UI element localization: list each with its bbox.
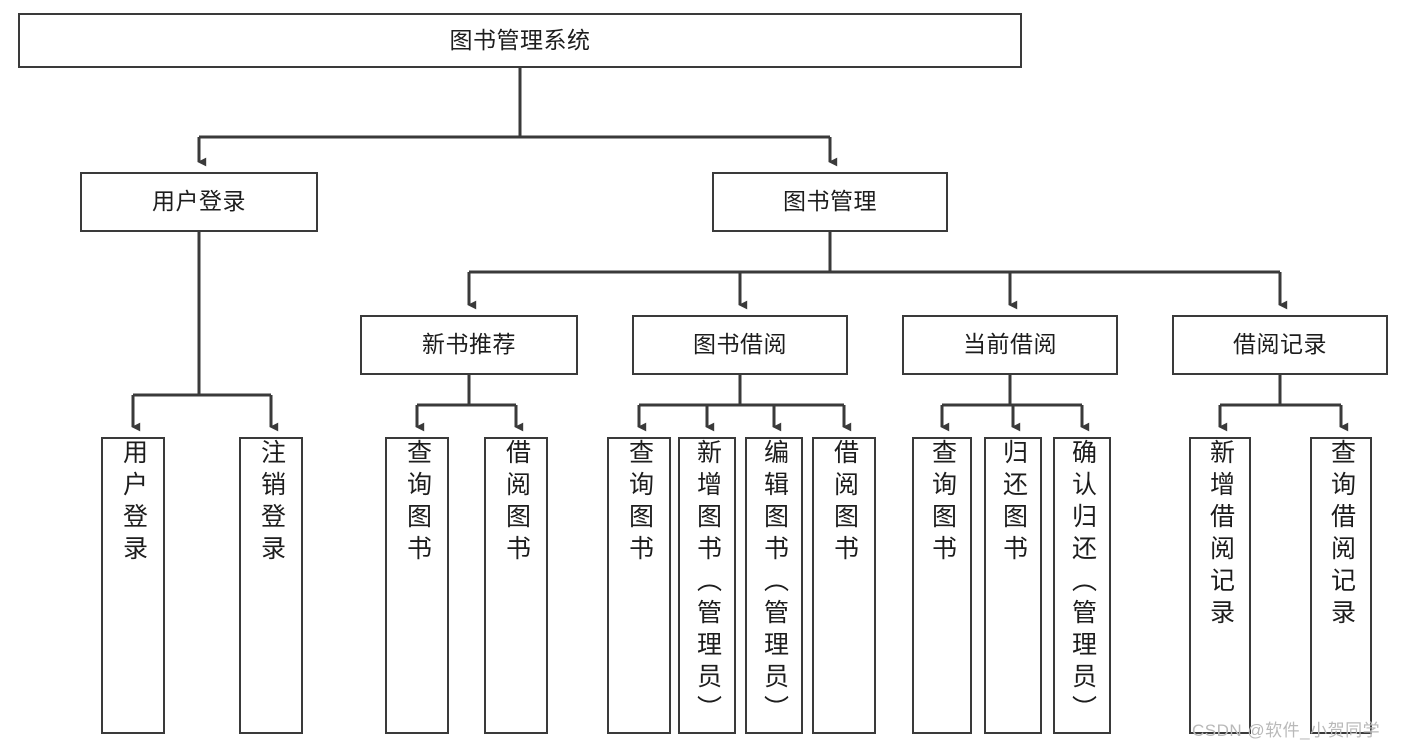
node-label: 借阅图书 <box>502 439 531 567</box>
vert leaf-box-0[interactable]: 用户登录 <box>101 437 165 734</box>
watermark: CSDN @软件_小贺同学 <box>1192 721 1381 740</box>
vert leaf-box-7[interactable]: 借阅图书 <box>812 437 876 734</box>
node-label: 图书借阅 <box>693 331 787 358</box>
horiz level2-box-3[interactable]: 借阅记录 <box>1172 315 1388 375</box>
horiz level2-box-2[interactable]: 当前借阅 <box>902 315 1118 375</box>
node-label: 查询借阅记录 <box>1327 439 1356 631</box>
vert leaf-box-12[interactable]: 查询借阅记录 <box>1310 437 1372 734</box>
node-label: 借阅图书 <box>830 439 859 567</box>
vert leaf-box-8[interactable]: 查询图书 <box>912 437 972 734</box>
node-label: 编辑图书（管理员） <box>760 439 789 727</box>
node-label: 查询图书 <box>928 439 957 567</box>
node-label: 用户登录 <box>119 439 148 567</box>
node-label: 查询图书 <box>403 439 432 567</box>
node-label: 当前借阅 <box>963 331 1057 358</box>
vert leaf-box-5[interactable]: 新增图书（管理员） <box>678 437 736 734</box>
node-label: 归还图书 <box>999 439 1028 567</box>
node-label: 用户登录 <box>152 188 246 215</box>
vert leaf-box-9[interactable]: 归还图书 <box>984 437 1042 734</box>
node-label: 注销登录 <box>257 439 286 567</box>
node-label: 新书推荐 <box>422 331 516 358</box>
vert leaf-box-3[interactable]: 借阅图书 <box>484 437 548 734</box>
horiz level1-box-0[interactable]: 用户登录 <box>80 172 318 232</box>
horiz level2-box-1[interactable]: 图书借阅 <box>632 315 848 375</box>
vert leaf-box-2[interactable]: 查询图书 <box>385 437 449 734</box>
vert leaf-box-6[interactable]: 编辑图书（管理员） <box>745 437 803 734</box>
horiz level1-box-1[interactable]: 图书管理 <box>712 172 948 232</box>
node-label: 新增借阅记录 <box>1206 439 1235 631</box>
vert leaf-box-1[interactable]: 注销登录 <box>239 437 303 734</box>
vert leaf-box-4[interactable]: 查询图书 <box>607 437 671 734</box>
horiz level2-box-0[interactable]: 新书推荐 <box>360 315 578 375</box>
node-label: 新增图书（管理员） <box>693 439 722 727</box>
node-label: 图书管理 <box>783 188 877 215</box>
vert leaf-box-11[interactable]: 新增借阅记录 <box>1189 437 1251 734</box>
node-label: 确认归还（管理员） <box>1068 439 1097 727</box>
node-label: 图书管理系统 <box>449 26 591 53</box>
node-label: 借阅记录 <box>1233 331 1327 358</box>
node-label: 查询图书 <box>625 439 654 567</box>
horiz root-box-root[interactable]: 图书管理系统 <box>18 13 1022 68</box>
vert leaf-box-10[interactable]: 确认归还（管理员） <box>1053 437 1111 734</box>
